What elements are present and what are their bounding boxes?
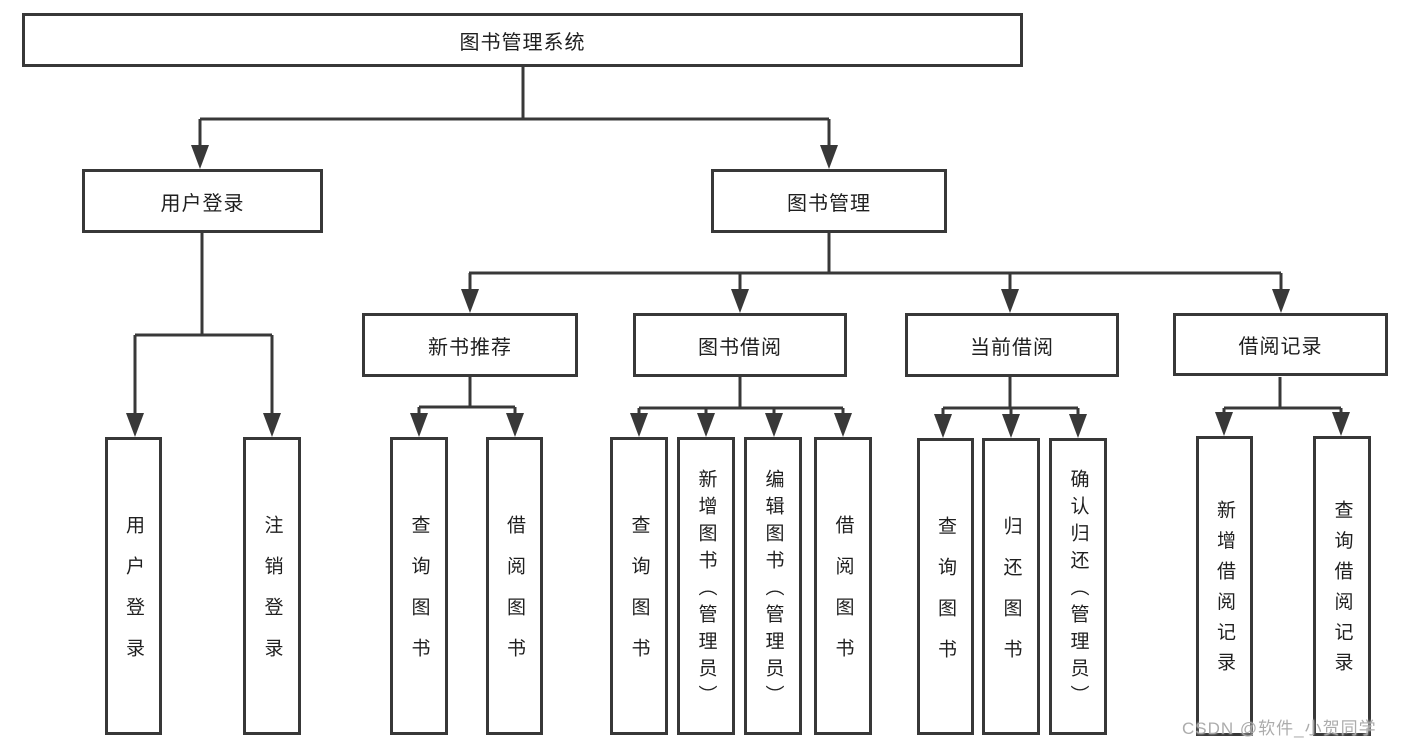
node-label: 查询图书 (628, 515, 650, 679)
leaf-borrow-book: 借阅图书 (814, 437, 872, 735)
leaf-add-borrow-record: 新增借阅记录 (1196, 436, 1253, 736)
leaf-add-book-admin: 新增图书（管理员） (677, 437, 735, 735)
node-label: 借阅记录 (1238, 336, 1323, 358)
node-label: 用户登录 (123, 515, 144, 679)
node-book-management: 图书管理 (711, 169, 947, 233)
node-label: 新增借阅记录 (1214, 500, 1235, 683)
node-label: 借阅图书 (504, 515, 525, 679)
node-label: 查询借阅记录 (1331, 500, 1353, 683)
node-label: 图书借阅 (698, 336, 782, 359)
node-label: 新增图书（管理员） (695, 468, 717, 712)
node-label: 编辑图书（管理员） (762, 468, 784, 712)
leaf-confirm-return-admin: 确认归还（管理员） (1049, 438, 1107, 735)
leaf-borrow-books-recommend: 借阅图书 (486, 437, 543, 735)
csdn-watermark: CSDN @软件_小贺同学 (1182, 719, 1377, 738)
node-label: 借阅图书 (832, 515, 854, 679)
leaf-user-login: 用户登录 (105, 437, 162, 735)
leaf-query-books-current: 查询图书 (917, 438, 974, 735)
node-label: 注销登录 (261, 515, 283, 679)
node-library-management-system: 图书管理系统 (22, 13, 1023, 67)
node-label: 图书管理 (787, 192, 871, 215)
node-label: 归还图书 (1000, 515, 1022, 680)
node-label: 用户登录 (160, 192, 245, 215)
leaf-query-books-borrow: 查询图书 (610, 437, 668, 735)
node-label: 确认归还（管理员） (1067, 469, 1089, 712)
node-label: 当前借阅 (970, 336, 1054, 359)
leaf-query-books-recommend: 查询图书 (390, 437, 448, 735)
leaf-logout: 注销登录 (243, 437, 301, 735)
node-borrow-records: 借阅记录 (1173, 313, 1388, 376)
node-current-borrowing: 当前借阅 (905, 313, 1119, 377)
leaf-query-borrow-record: 查询借阅记录 (1313, 436, 1371, 736)
node-label: 查询图书 (408, 515, 430, 679)
node-user-login: 用户登录 (82, 169, 323, 233)
node-new-book-recommend: 新书推荐 (362, 313, 578, 377)
node-label: 新书推荐 (428, 336, 512, 359)
leaf-edit-book-admin: 编辑图书（管理员） (744, 437, 802, 735)
leaf-return-book: 归还图书 (982, 438, 1040, 735)
node-label: 查询图书 (935, 515, 956, 680)
node-label: 图书管理系统 (459, 31, 586, 54)
node-book-borrowing: 图书借阅 (633, 313, 847, 377)
